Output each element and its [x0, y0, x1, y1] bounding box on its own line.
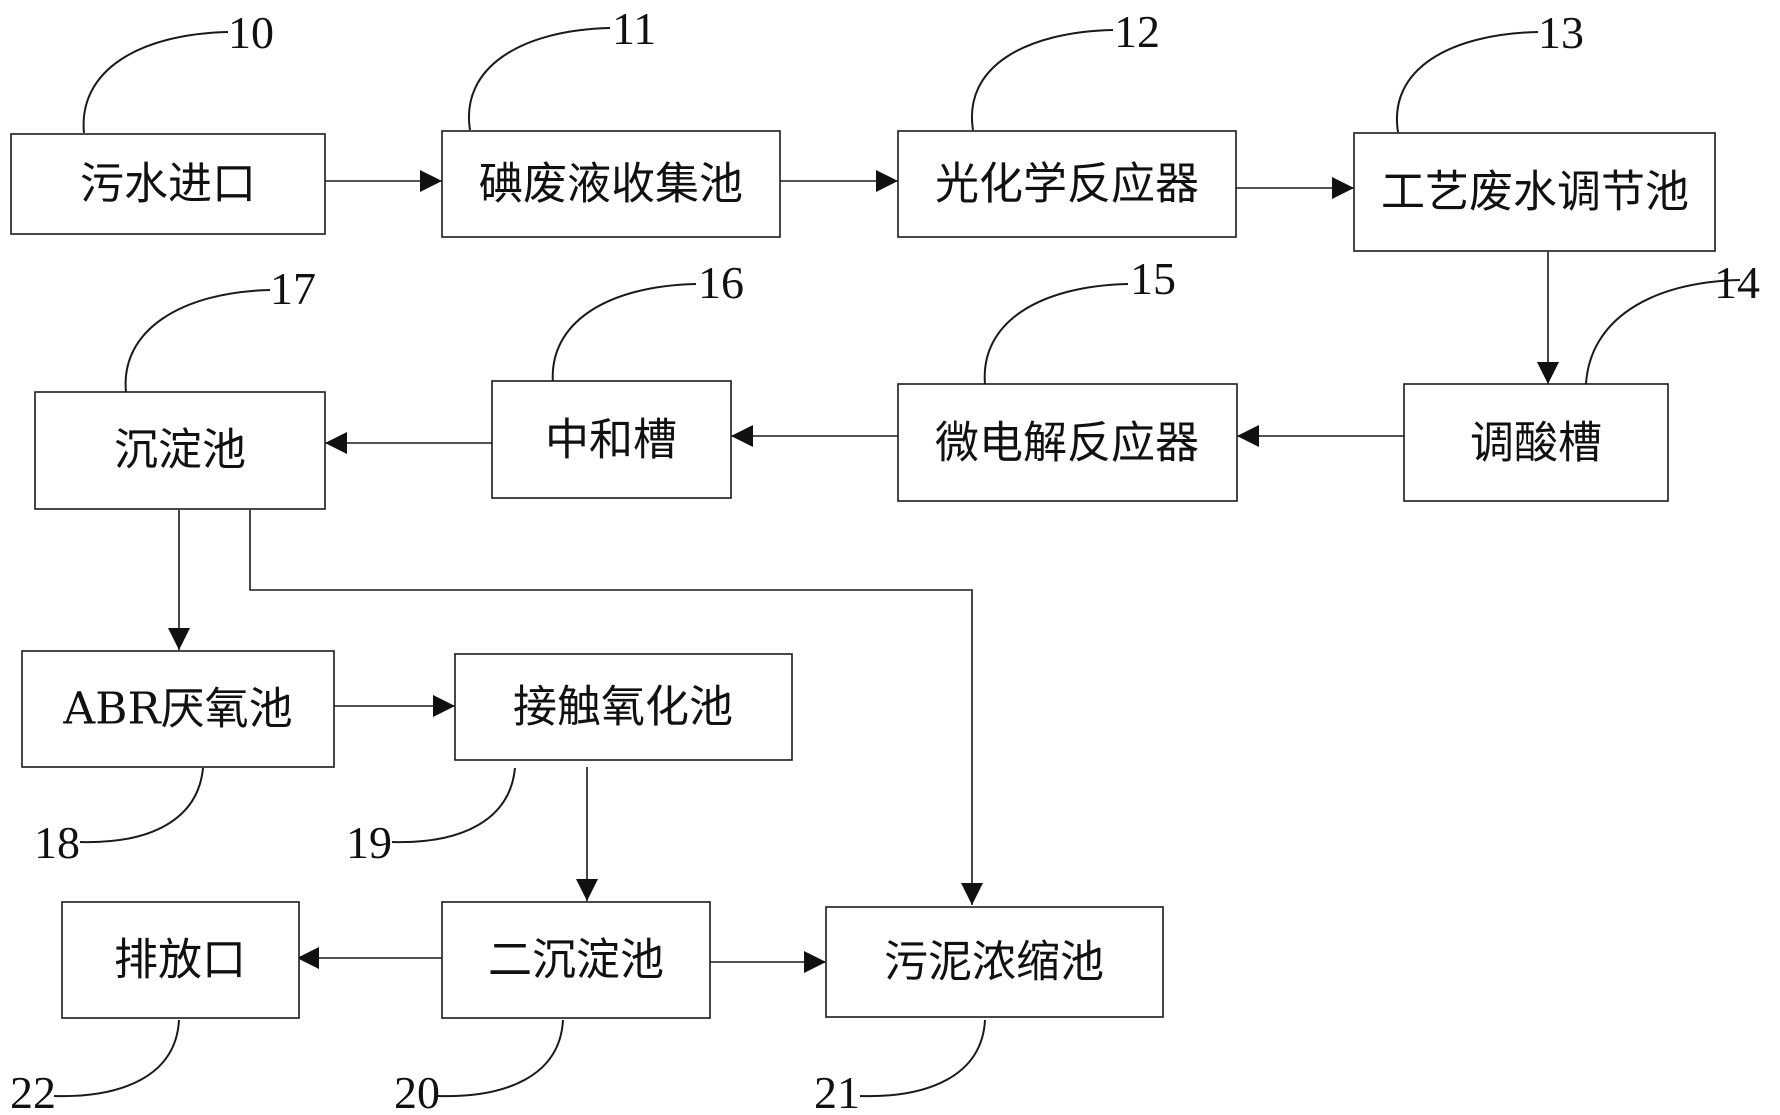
node-14-label: 调酸槽: [1470, 418, 1602, 469]
ref-number-13: 13: [1538, 7, 1584, 58]
node-20-box: [441, 901, 711, 1019]
node-17-label: 沉淀池: [114, 425, 246, 476]
ref-number-10: 10: [228, 7, 274, 58]
node-18-label: ABR厌氧池: [62, 684, 292, 735]
leader-17: [124, 289, 271, 393]
leader-13: [1395, 31, 1539, 133]
ref-number-21: 21: [814, 1067, 860, 1115]
node-12-photochemical-reactor: 光化学反应器: [897, 130, 1237, 238]
leader-19: [391, 767, 516, 844]
connectors: [168, 170, 1559, 973]
node-21-box: [825, 906, 1164, 1018]
node-11-label: 碘废液收集池: [479, 159, 743, 210]
leader-lines: [53, 27, 1741, 1098]
leader-21: [859, 1019, 986, 1098]
node-19-box: [454, 653, 793, 761]
node-15-box: [897, 383, 1238, 502]
node-10-label: 污水进口: [80, 159, 256, 210]
ref-number-18: 18: [34, 817, 80, 868]
node-12-box: [897, 130, 1237, 238]
leader-15: [983, 283, 1129, 385]
reference-numerals: 10 11 12 13 14 15 16 17 18 19 20 21 22: [10, 3, 1760, 1115]
leader-10: [82, 31, 229, 134]
node-10-box: [10, 133, 326, 235]
ref-number-17: 17: [270, 263, 316, 314]
leader-16: [551, 283, 697, 385]
leader-20: [437, 1019, 564, 1098]
ref-number-14: 14: [1714, 257, 1760, 308]
node-17-sedimentation-tank: 沉淀池: [34, 391, 326, 510]
node-12-label: 光化学反应器: [935, 159, 1199, 210]
node-11-box: [441, 130, 781, 238]
node-13-label: 工艺废水调节池: [1381, 167, 1689, 218]
ref-number-11: 11: [612, 3, 656, 54]
node-18-abr-anaerobic-tank: ABR厌氧池: [21, 650, 335, 768]
leader-18: [79, 767, 204, 844]
node-16-label: 中和槽: [545, 415, 677, 466]
ref-number-22: 22: [10, 1067, 56, 1115]
node-21-sludge-thickening-tank: 污泥浓缩池: [825, 906, 1164, 1018]
node-21-label: 污泥浓缩池: [884, 937, 1104, 988]
ref-number-15: 15: [1130, 253, 1176, 304]
node-20-secondary-sedimentation-tank: 二沉淀池: [441, 901, 711, 1019]
node-19-label: 接触氧化池: [513, 682, 733, 733]
ref-number-16: 16: [698, 257, 744, 308]
node-17-box: [34, 391, 326, 510]
arrow-17-to-21: [249, 510, 983, 905]
leader-12: [970, 29, 1114, 131]
process-boxes: 污水进口 碘废液收集池 光化学反应器 工艺废水调节池 调酸槽 微电解反应器 中和…: [10, 130, 1716, 1019]
node-20-label: 二沉淀池: [488, 935, 664, 986]
leader-11: [467, 27, 611, 131]
node-22-label: 排放口: [114, 935, 246, 986]
leader-22: [53, 1019, 180, 1098]
node-13-process-wastewater-regulating-tank: 工艺废水调节池: [1353, 132, 1716, 252]
node-22-discharge-outlet: 排放口: [61, 901, 300, 1019]
node-16-neutralization-tank: 中和槽: [491, 380, 732, 499]
ref-number-12: 12: [1114, 6, 1160, 57]
node-13-box: [1353, 132, 1716, 252]
node-19-contact-oxidation-tank: 接触氧化池: [454, 653, 793, 761]
node-15-label: 微电解反应器: [935, 418, 1199, 469]
node-14-box: [1403, 383, 1669, 502]
node-22-box: [61, 901, 300, 1019]
ref-number-20: 20: [394, 1067, 440, 1115]
node-16-box: [491, 380, 732, 499]
node-10-sewage-inlet: 污水进口: [10, 133, 326, 235]
node-14-acid-adjustment-tank: 调酸槽: [1403, 383, 1669, 502]
leader-14: [1585, 279, 1741, 385]
node-18-box: [21, 650, 335, 768]
node-15-micro-electrolysis-reactor: 微电解反应器: [897, 383, 1238, 502]
node-11-iodine-waste-collection-tank: 碘废液收集池: [441, 130, 781, 238]
ref-number-19: 19: [346, 817, 392, 868]
